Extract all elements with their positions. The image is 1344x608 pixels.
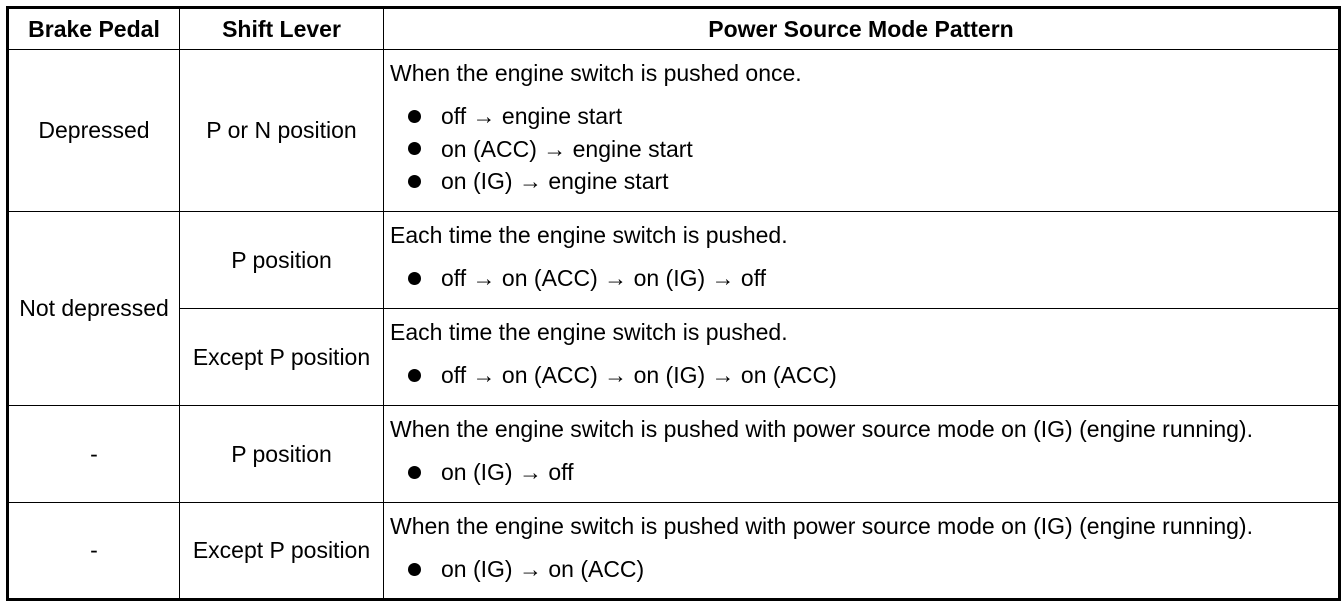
header-shift-lever: Shift Lever	[179, 7, 384, 50]
table-row: Except P position Each time the engine s…	[8, 308, 1340, 406]
list-item-text: on (IG) → off	[441, 459, 574, 485]
shift-lever-cell: P position	[179, 405, 384, 503]
pattern-list: off → engine start on (ACC) → engine sta…	[390, 100, 1338, 198]
list-item: off → on (ACC) → on (IG) → off	[408, 262, 1338, 295]
brake-pedal-cell: Not depressed	[7, 211, 180, 406]
pattern-list: off → on (ACC) → on (IG) → off	[390, 262, 1338, 295]
pattern-intro: When the engine switch is pushed once.	[390, 60, 802, 86]
header-power-source-mode-pattern: Power Source Mode Pattern	[383, 7, 1340, 50]
pattern-intro: When the engine switch is pushed with po…	[390, 416, 1253, 442]
power-source-mode-table: Brake Pedal Shift Lever Power Source Mod…	[6, 6, 1341, 601]
bullet-icon	[408, 368, 421, 382]
shift-lever-cell: P position	[179, 211, 384, 309]
pattern-list: on (IG) → on (ACC)	[390, 553, 1338, 586]
shift-lever-cell: Except P position	[179, 308, 384, 406]
pattern-cell: Each time the engine switch is pushed. o…	[383, 308, 1340, 406]
list-item: on (IG) → engine start	[408, 165, 1338, 198]
pattern-cell: Each time the engine switch is pushed. o…	[383, 211, 1340, 309]
list-item: on (IG) → off	[408, 456, 1338, 489]
bullet-icon	[408, 109, 421, 123]
table-row: - P position When the engine switch is p…	[7, 405, 1340, 503]
pattern-list: off → on (ACC) → on (IG) → on (ACC)	[390, 359, 1338, 392]
header-row: Brake Pedal Shift Lever Power Source Mod…	[7, 7, 1340, 50]
bullet-icon	[408, 465, 421, 479]
brake-pedal-cell: Depressed	[7, 49, 180, 212]
table-row: Not depressed P position Each time the e…	[7, 211, 1340, 406]
shift-lever-cell: Except P position	[179, 502, 384, 600]
pattern-intro: Each time the engine switch is pushed.	[390, 222, 788, 248]
list-item: off → on (ACC) → on (IG) → on (ACC)	[408, 359, 1338, 392]
table-row: - Except P position When the engine swit…	[7, 502, 1340, 600]
list-item-text: off → on (ACC) → on (IG) → on (ACC)	[441, 362, 837, 388]
list-item-text: on (IG) → engine start	[441, 168, 669, 194]
pattern-intro: When the engine switch is pushed with po…	[390, 513, 1253, 539]
brake-pedal-cell: -	[7, 502, 180, 600]
list-item-text: on (IG) → on (ACC)	[441, 556, 645, 582]
list-item: off → engine start	[408, 100, 1338, 133]
pattern-intro: Each time the engine switch is pushed.	[390, 319, 788, 345]
header-brake-pedal: Brake Pedal	[7, 7, 180, 50]
bullet-icon	[408, 142, 421, 156]
table-row: Depressed P or N position When the engin…	[7, 49, 1340, 212]
pattern-cell: When the engine switch is pushed with po…	[383, 405, 1340, 503]
pattern-list: on (IG) → off	[390, 456, 1338, 489]
bullet-icon	[408, 562, 421, 576]
shift-lever-cell: P or N position	[179, 49, 384, 212]
list-item-text: on (ACC) → engine start	[441, 135, 693, 162]
brake-pedal-cell: -	[7, 405, 180, 503]
bullet-icon	[408, 174, 421, 188]
pattern-cell: When the engine switch is pushed once. o…	[383, 49, 1340, 212]
list-item-text: off → engine start	[441, 103, 623, 129]
bullet-icon	[408, 271, 421, 285]
list-item: on (IG) → on (ACC)	[408, 553, 1338, 586]
pattern-cell: When the engine switch is pushed with po…	[383, 502, 1340, 600]
list-item: on (ACC) → engine start	[408, 133, 1338, 166]
list-item-text: off → on (ACC) → on (IG) → off	[441, 265, 767, 291]
